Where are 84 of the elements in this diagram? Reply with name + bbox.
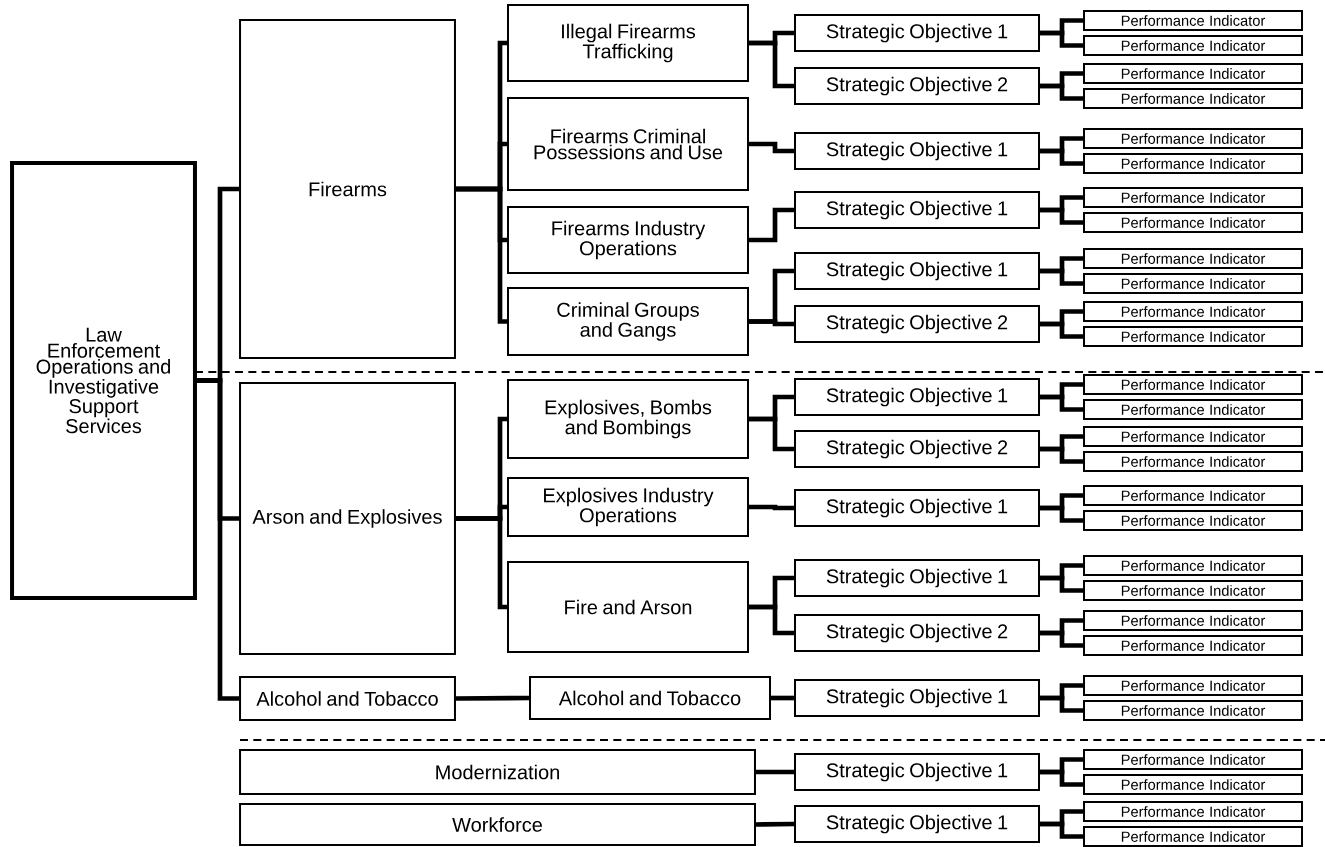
indicator-box: Performance Indicator	[1083, 555, 1303, 576]
connector-line	[1040, 83, 1083, 101]
category-box: Modernization	[239, 749, 756, 795]
objective-box: Strategic Objective 1	[794, 805, 1040, 843]
connector-line	[755, 769, 794, 775]
connector-line	[1040, 695, 1083, 713]
program-box: Explosives, Bombs and Bombings	[507, 379, 749, 459]
connector-line	[749, 40, 794, 89]
connector-line	[455, 695, 530, 701]
connector-line	[1040, 268, 1083, 286]
indicator-box: Performance Indicator	[1083, 580, 1303, 601]
indicator-box: Performance Indicator	[1083, 399, 1303, 420]
connector-line	[196, 378, 240, 701]
connector-line	[1040, 30, 1083, 48]
connector-line	[1040, 394, 1083, 412]
connector-line	[1040, 630, 1083, 648]
indicator-box: Performance Indicator	[1083, 88, 1303, 109]
objective-box: Strategic Objective 1	[794, 378, 1040, 416]
category-box: Arson and Explosives	[239, 382, 456, 655]
objective-box: Strategic Objective 1	[794, 753, 1040, 791]
connector-line	[1040, 446, 1083, 464]
objective-box: Strategic Objective 1	[794, 489, 1040, 527]
indicator-box: Performance Indicator	[1083, 635, 1303, 656]
connector-line	[1040, 821, 1083, 839]
indicator-box: Performance Indicator	[1083, 63, 1303, 84]
program-box: Firearms Industry Operations	[507, 206, 749, 274]
connector-line	[749, 319, 794, 327]
indicator-box: Performance Indicator	[1083, 510, 1303, 531]
connector-line	[1040, 505, 1083, 523]
indicator-box: Performance Indicator	[1083, 485, 1303, 506]
indicator-box: Performance Indicator	[1083, 801, 1303, 822]
indicator-box: Performance Indicator	[1083, 212, 1303, 233]
connector-line	[755, 821, 795, 827]
connector-line	[749, 504, 794, 511]
connector-line	[1040, 321, 1083, 339]
indicator-box: Performance Indicator	[1083, 675, 1303, 696]
indicator-box: Performance Indicator	[1083, 374, 1303, 395]
program-box: Fire and Arson	[507, 561, 749, 653]
connector-line	[749, 416, 794, 452]
objective-box: Strategic Objective 2	[794, 67, 1040, 105]
objective-box: Strategic Objective 1	[794, 252, 1040, 290]
category-box: Alcohol and Tobacco	[239, 676, 456, 721]
connector-line	[1040, 207, 1083, 225]
category-box: Workforce	[239, 803, 756, 847]
objective-box: Strategic Objective 2	[794, 614, 1040, 652]
connector-line	[455, 186, 507, 324]
indicator-box: Performance Indicator	[1083, 774, 1303, 795]
program-box: Explosives Industry Operations	[507, 477, 749, 537]
connector-line	[749, 141, 794, 154]
connector-line	[455, 516, 507, 610]
connector-line	[1040, 769, 1083, 787]
connector-line	[1040, 575, 1083, 593]
indicator-box: Performance Indicator	[1083, 826, 1303, 847]
objective-box: Strategic Objective 1	[794, 559, 1040, 597]
indicator-box: Performance Indicator	[1083, 301, 1303, 322]
indicator-box: Performance Indicator	[1083, 326, 1303, 347]
indicator-box: Performance Indicator	[1083, 248, 1303, 269]
objective-box: Strategic Objective 1	[794, 14, 1040, 52]
indicator-box: Performance Indicator	[1083, 187, 1303, 208]
category-box: Firearms	[239, 19, 456, 359]
objective-box: Strategic Objective 1	[794, 191, 1040, 229]
indicator-box: Performance Indicator	[1083, 128, 1303, 149]
connector-line	[1040, 148, 1083, 166]
objective-box: Strategic Objective 1	[794, 132, 1040, 170]
program-box: Firearms Criminal Possessions and Use	[507, 97, 749, 191]
indicator-box: Performance Indicator	[1083, 700, 1303, 721]
objective-box: Strategic Objective 2	[794, 430, 1040, 468]
indicator-box: Performance Indicator	[1083, 749, 1303, 770]
connector-line	[749, 207, 794, 243]
program-box: Illegal Firearms Trafficking	[507, 4, 749, 82]
indicator-box: Performance Indicator	[1083, 451, 1303, 472]
connector-line	[749, 604, 794, 636]
indicator-box: Performance Indicator	[1083, 273, 1303, 294]
indicator-box: Performance Indicator	[1083, 610, 1303, 631]
connector-line	[771, 695, 794, 701]
root-box: Law Enforcement Operations and Investigative Support Services	[10, 161, 197, 600]
program-box: Alcohol and Tobacco	[529, 676, 771, 720]
indicator-box: Performance Indicator	[1083, 426, 1303, 447]
objective-box: Strategic Objective 2	[794, 305, 1040, 343]
indicator-box: Performance Indicator	[1083, 35, 1303, 56]
program-box: Criminal Groups and Gangs	[507, 287, 749, 356]
objective-box: Strategic Objective 1	[794, 679, 1040, 717]
indicator-box: Performance Indicator	[1083, 10, 1303, 31]
indicator-box: Performance Indicator	[1083, 153, 1303, 174]
